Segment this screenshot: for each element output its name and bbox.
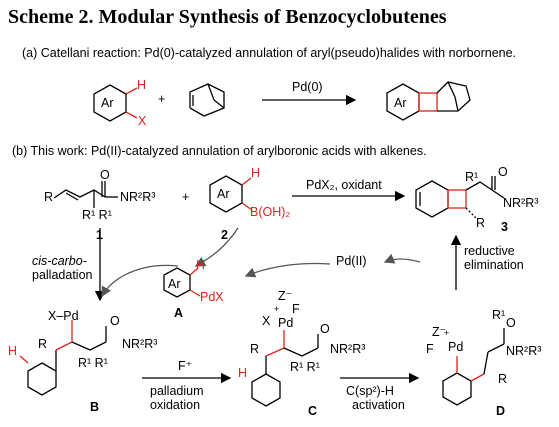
D-r1-label: R¹: [492, 308, 506, 322]
intermediate-D-structure: [442, 328, 505, 406]
catellani-product: [386, 81, 471, 121]
D-r-label: R: [498, 372, 508, 386]
aryl-halide-ring: [93, 84, 138, 122]
B-r-label: R: [38, 337, 48, 351]
intermediate-B-structure: [19, 320, 107, 396]
C-z-label: Z⁻: [278, 289, 293, 303]
B-r1-label: R¹ R¹: [78, 356, 108, 370]
to-A-arrow: [194, 227, 239, 267]
compound-2-label: 2: [221, 228, 228, 242]
plus-sign-a: +: [158, 92, 166, 106]
B-h-label: H: [8, 344, 18, 358]
reductive-elim-arrow: [383, 253, 421, 264]
oxidation-line1: palladium: [150, 384, 204, 398]
pd2-return-arrow: [244, 262, 331, 278]
boronic-acid-structure: [209, 175, 253, 213]
boronic-boh2-label: B(OH)₂: [250, 205, 291, 219]
alkene-r-label: R: [44, 190, 54, 204]
A-h-label: H: [196, 258, 206, 272]
product-r1-label: R¹: [465, 170, 479, 184]
halide-label: X: [138, 114, 147, 128]
C-o-label: O: [320, 322, 330, 336]
section-b-caption: (b) This work: Pd(II)-catalyzed annulati…: [12, 144, 427, 158]
intermediate-D-label: D: [496, 404, 506, 418]
D-amide-label: NR²R³: [506, 344, 542, 358]
activation-line2: activation: [352, 398, 405, 412]
A-pdx-label: PdX: [200, 290, 224, 304]
A-to-B-arrow: [101, 264, 179, 298]
C-x-label: X: [262, 314, 271, 328]
aryl-label: Ar: [101, 96, 114, 110]
C-charge: +: [274, 304, 280, 314]
C-h-label: H: [238, 366, 248, 380]
intermediate-C-label: C: [308, 404, 318, 418]
C-r1-label: R¹ R¹: [290, 360, 320, 374]
alkene-o-label: O: [100, 168, 110, 182]
reductive-line1: reductive: [464, 244, 515, 258]
oxidation-line2: oxidation: [150, 398, 201, 412]
scheme-title: Scheme 2. Modular Synthesis of Benzocycl…: [8, 6, 447, 28]
f-plus-label: F⁺: [178, 359, 193, 373]
intermediate-B-label: B: [90, 400, 100, 414]
B-o-label: O: [110, 314, 120, 328]
D-f-label: F: [426, 342, 434, 356]
section-a-caption: (a) Catellani reaction: Pd(0)-catalyzed …: [22, 46, 517, 60]
product-o-label: O: [498, 165, 508, 179]
pd0-reagent: Pd(0): [292, 80, 323, 94]
B-xpd-label: X–Pd: [48, 309, 79, 323]
alkene-amide-label: NR²R³: [120, 190, 156, 204]
C-f-label: F: [292, 302, 300, 316]
boronic-aryl-label: Ar: [217, 187, 230, 201]
D-pd-label: Pd: [448, 340, 464, 354]
reductive-line2: elimination: [464, 258, 524, 272]
product-aryl-label: Ar: [394, 96, 407, 110]
main-reagent: PdX₂, oxidant: [306, 178, 382, 192]
D-z-label: Z⁻: [432, 325, 447, 339]
activation-line1: C(sp²)-H: [346, 384, 394, 398]
alkene-1-structure: [53, 181, 118, 208]
pd2-label: Pd(II): [336, 254, 367, 268]
cis-step-line2: palladation: [32, 268, 93, 282]
D-o-label: O: [506, 316, 516, 330]
C-r-label: R: [250, 342, 260, 356]
cis-step-line1: cis-carbo-: [32, 254, 87, 268]
boronic-h-label: H: [251, 166, 261, 180]
intermediate-A-label: A: [174, 306, 184, 320]
hydrogen-label: H: [137, 78, 147, 92]
plus-sign-b: +: [182, 190, 190, 204]
norbornene: [189, 83, 225, 117]
product-r-label: R: [476, 216, 486, 230]
A-aryl-label: Ar: [168, 277, 181, 291]
C-amide-label: NR²R³: [330, 342, 366, 356]
C-pd-label: Pd: [278, 316, 294, 330]
compound-1-label: 1: [96, 228, 103, 242]
product-amide-label: NR²R³: [503, 196, 539, 210]
D-charge: +: [444, 328, 450, 338]
compound-3-label: 3: [501, 220, 508, 234]
benzocyclobutene-product-3: [415, 176, 505, 219]
intermediate-C-structure: [251, 330, 319, 407]
alkene-r1-label: R¹ R¹: [82, 208, 112, 222]
B-amide-label: NR²R³: [122, 337, 158, 351]
intermediate-A-ring: [163, 267, 201, 298]
